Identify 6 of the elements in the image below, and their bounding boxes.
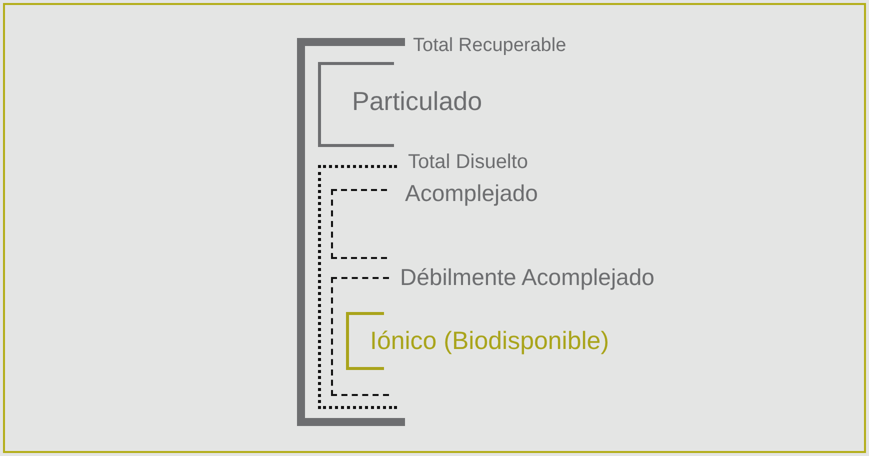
category-label: Total Recuperable bbox=[413, 34, 566, 58]
category-label: Débilmente Acomplejado bbox=[400, 263, 654, 292]
category-label: Total Disuelto bbox=[408, 150, 528, 175]
category-label: Iónico (Biodisponible) bbox=[370, 326, 610, 357]
category-label: Particulado bbox=[352, 85, 482, 118]
category-label: Acomplejado bbox=[405, 179, 538, 208]
